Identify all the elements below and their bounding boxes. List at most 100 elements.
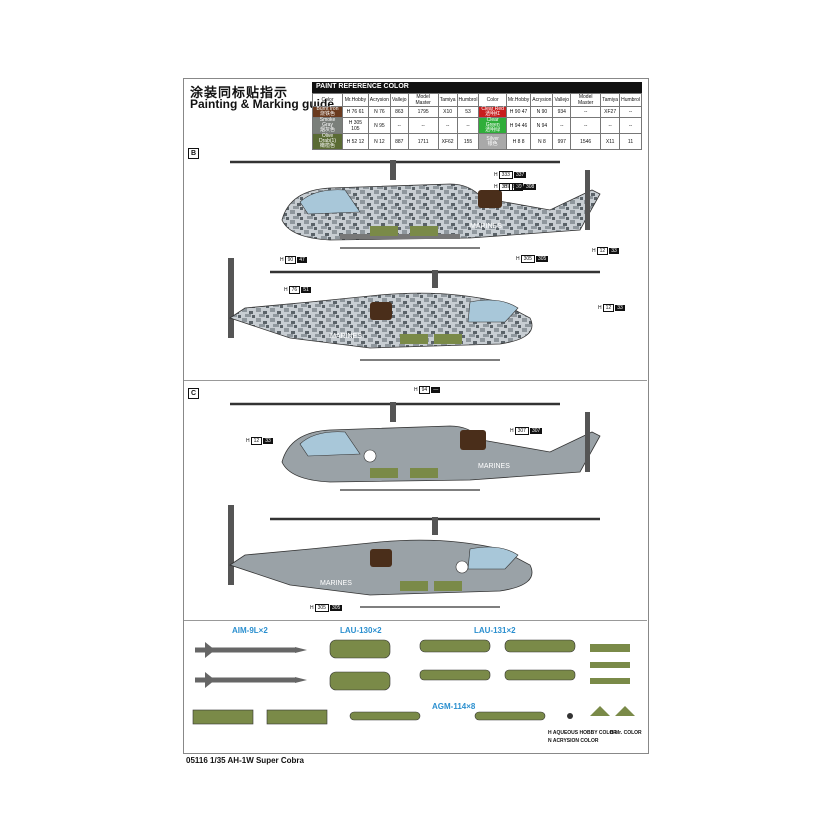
paint-cell-humbrol: --: [456, 117, 480, 134]
col-tamiya-2: Tamiya: [600, 93, 621, 107]
paint-reference-table: PAINT REFERENCE COLOR Color Mr.Hobby Acr…: [311, 82, 642, 150]
col-color-2: Color: [478, 93, 507, 107]
paint-cell-hobby: H 8 8: [505, 133, 532, 150]
helicopter-c-right-profile: MARINES: [228, 505, 600, 608]
legend-mr-color: B Mr. COLOR: [610, 730, 642, 736]
aim9-missile-top: [195, 642, 307, 658]
col-acrysion-2: Acrysion: [530, 93, 554, 107]
paint-cell-humbrol: 11: [619, 133, 642, 150]
paint-cell-mm: 1711: [407, 133, 439, 150]
paint-cell-tamiya: XF62: [437, 133, 458, 150]
legend-acrysion: N ACRYSION COLOR: [548, 738, 599, 744]
svg-text:MARINES: MARINES: [470, 223, 502, 230]
paint-cell-mm: --: [570, 117, 602, 134]
paint-cell-mm: 1795: [407, 106, 439, 118]
paint-cell-acrysion: N 12: [367, 133, 391, 150]
helicopter-b-left-profile: MARINES: [230, 160, 601, 249]
paint-cell-mm: --: [407, 117, 439, 134]
col-acrysion: Acrysion: [367, 93, 391, 107]
aim9-missile-bottom: [195, 672, 307, 688]
paint-cell-hobby: H 52 12: [342, 133, 369, 150]
weapons-divider: [184, 620, 647, 621]
footer-caption: 05116 1/35 AH-1W Super Cobra: [186, 756, 304, 765]
weapon-title-lau130: LAU-130×2: [340, 626, 382, 635]
col-vallejo: Vallejo: [389, 93, 409, 107]
paint-swatch: Olive Drab(1)橄榄色: [311, 133, 344, 150]
paint-cell-tamiya: X10: [437, 106, 458, 118]
paint-cell-hobby: H 94 46: [505, 117, 532, 134]
paint-cell-hobby: H 76 61: [342, 106, 369, 118]
col-hobby: Mr.Hobby: [342, 93, 369, 107]
paint-cell-acrysion: N 76: [367, 106, 391, 118]
svg-text:MARINES: MARINES: [320, 580, 352, 587]
paint-cell-hobby: H 305 105: [342, 117, 369, 134]
paint-reference-heading: PAINT REFERENCE COLOR: [312, 82, 642, 93]
title-chinese: 涂装同标贴指示: [190, 85, 289, 100]
paint-cell-vallejo: 997: [552, 133, 572, 150]
weapon-title-aim9: AIM-9L×2: [232, 626, 268, 635]
paint-cell-tamiya: --: [600, 117, 621, 134]
paint-cell-humbrol: --: [619, 117, 642, 134]
paint-cell-tamiya: --: [437, 117, 458, 134]
paint-table-header: Color Mr.Hobby Acrysion Vallejo Model Ma…: [311, 93, 642, 107]
paint-cell-humbrol: 53: [456, 106, 480, 118]
paint-cell-tamiya: X11: [600, 133, 621, 150]
paint-cell-tamiya: XF27: [600, 106, 621, 118]
paint-cell-acrysion: N 90: [530, 106, 554, 118]
paint-cell-vallejo: --: [389, 117, 409, 134]
paint-cell-mm: 1546: [570, 133, 602, 150]
col-vallejo-2: Vallejo: [552, 93, 572, 107]
section-label-b: B: [188, 148, 199, 159]
paint-cell-acrysion: N 94: [530, 117, 554, 134]
weapon-title-lau131: LAU-131×2: [474, 626, 516, 635]
weapons-diagram: [192, 639, 635, 725]
legend-hobby: H AQUEOUS HOBBY COLOR: [548, 730, 617, 736]
svg-text:MARINES: MARINES: [330, 333, 362, 340]
paint-cell-humbrol: 155: [456, 133, 480, 150]
paint-cell-acrysion: N 8: [530, 133, 554, 150]
col-hobby-2: Mr.Hobby: [505, 93, 532, 107]
section-label-c: C: [188, 388, 199, 399]
col-model-master: Model Master: [407, 93, 439, 107]
title-english: Painting & Marking guide: [190, 97, 335, 111]
helicopter-c-left-profile: MARINES: [230, 402, 601, 491]
paint-cell-vallejo: --: [552, 117, 572, 134]
section-divider: [184, 380, 647, 381]
col-humbrol: Humbrol: [456, 93, 480, 107]
paint-table: Color Mr.Hobby Acrysion Vallejo Model Ma…: [311, 93, 642, 150]
paint-cell-hobby: H 90 47: [505, 106, 532, 118]
weapon-title-agm114: AGM-114×8: [432, 702, 476, 711]
paint-cell-vallejo: 887: [389, 133, 409, 150]
col-humbrol-2: Humbrol: [619, 93, 642, 107]
paint-cell-acrysion: N 95: [367, 117, 391, 134]
col-tamiya: Tamiya: [437, 93, 458, 107]
paint-cell-humbrol: --: [619, 106, 642, 118]
paint-cell-vallejo: 863: [389, 106, 409, 118]
svg-text:MARINES: MARINES: [478, 463, 510, 470]
col-model-master-2: Model Master: [570, 93, 602, 107]
col-color: Color: [311, 93, 344, 107]
paint-cell-mm: --: [570, 106, 602, 118]
paint-cell-vallejo: 934: [552, 106, 572, 118]
helicopter-b-right-profile: MARINES: [228, 258, 600, 361]
